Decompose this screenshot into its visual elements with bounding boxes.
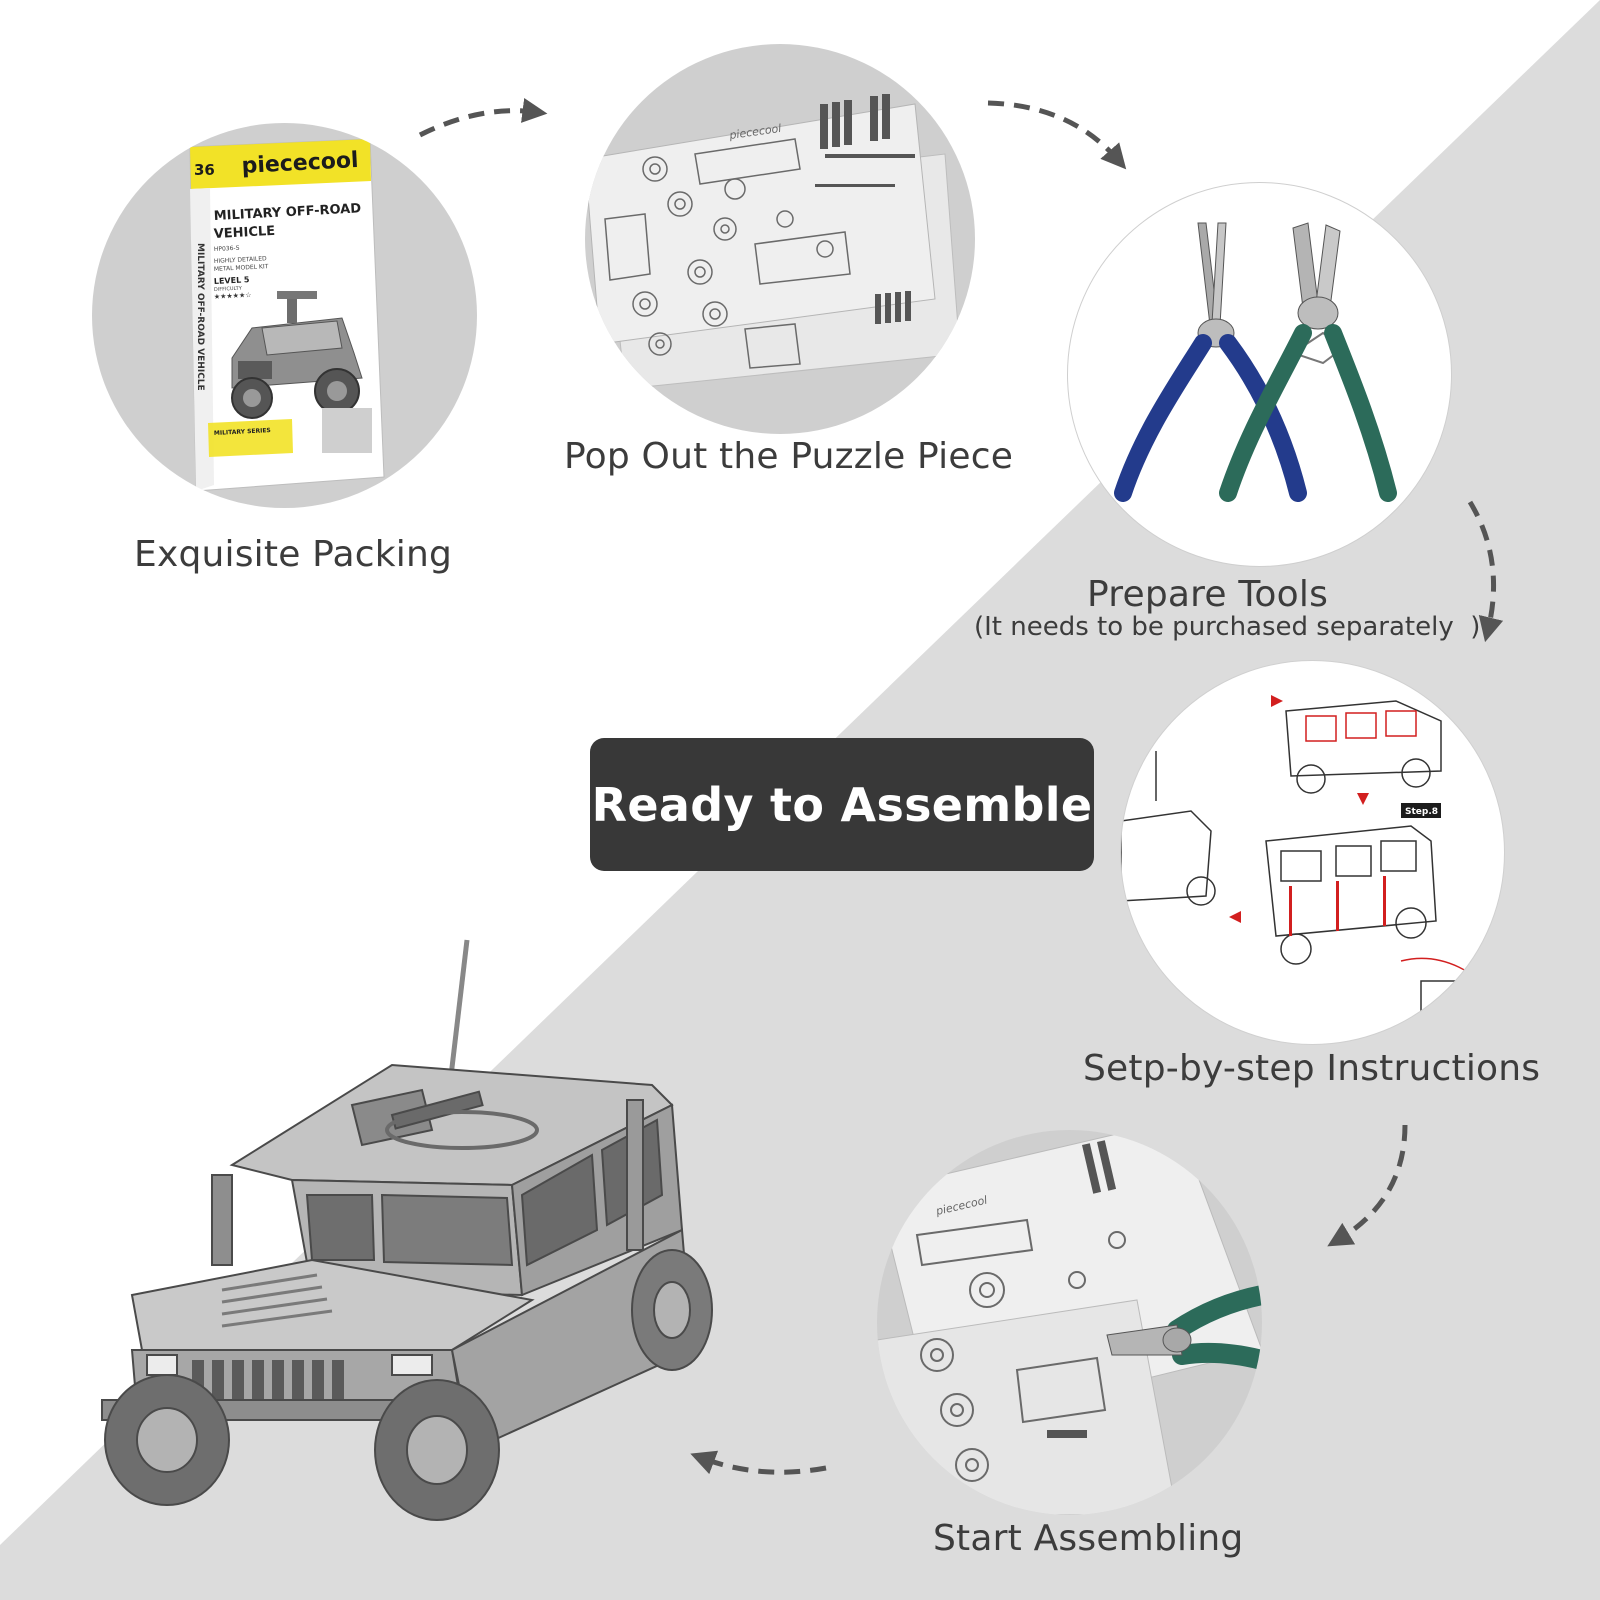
metal-sheet-image: piececool xyxy=(585,94,961,390)
box-stars: ★★★★★☆ xyxy=(214,291,252,301)
side-cutter-pliers xyxy=(1219,222,1397,502)
step-tools-label: Prepare Tools xyxy=(1087,574,1329,615)
box-series: MILITARY SERIES xyxy=(214,427,271,437)
packing-circle: 36 piececool MILITARY OFF-ROAD VEHICLE M… xyxy=(92,123,477,508)
instructions-circle: Step.8 xyxy=(1120,660,1505,1045)
box-vehicle-illustration xyxy=(231,291,363,419)
ready-to-assemble-text: Ready to Assemble xyxy=(591,777,1093,832)
box-desc-line2: METAL MODEL KIT xyxy=(214,263,269,273)
box-brand: piececool xyxy=(241,148,359,179)
needle-nose-pliers xyxy=(1114,222,1307,502)
box-spine-text: MILITARY OFF-ROAD VEHICLE xyxy=(195,243,205,391)
assembling-image: piececool xyxy=(877,1130,1262,1515)
instruction-step-tag: Step.8 xyxy=(1405,807,1438,817)
box-number: 36 xyxy=(194,161,215,179)
tools-circle xyxy=(1067,182,1452,567)
popout-circle: piececool xyxy=(585,44,975,434)
assembling-circle: piececool xyxy=(877,1130,1262,1515)
box-difficulty: DIFFICULTY xyxy=(214,285,243,293)
assembling-pliers xyxy=(1106,1285,1262,1370)
box-level: LEVEL 5 xyxy=(214,275,251,286)
step-instructions-label: Setp-by-step Instructions xyxy=(1083,1048,1541,1089)
box-desc-line1: HIGHLY DETAILED xyxy=(214,255,267,265)
step-packing-label: Exquisite Packing xyxy=(134,534,453,575)
box-title-line2: VEHICLE xyxy=(213,224,275,242)
packing-box-image: 36 piececool MILITARY OFF-ROAD VEHICLE M… xyxy=(189,138,385,492)
step-tools-note: (It needs to be purchased separately ) xyxy=(974,612,1481,642)
step-assembling-label: Start Assembling xyxy=(933,1518,1244,1559)
step-popout-label: Pop Out the Puzzle Piece xyxy=(564,436,1014,477)
box-model-code: HP036-S xyxy=(214,245,240,253)
pliers-image xyxy=(1114,222,1397,502)
assembled-vehicle-image xyxy=(101,939,713,1521)
ready-to-assemble-banner: Ready to Assemble xyxy=(590,738,1094,871)
instruction-sheet-image: Step.8 xyxy=(1121,695,1504,1022)
